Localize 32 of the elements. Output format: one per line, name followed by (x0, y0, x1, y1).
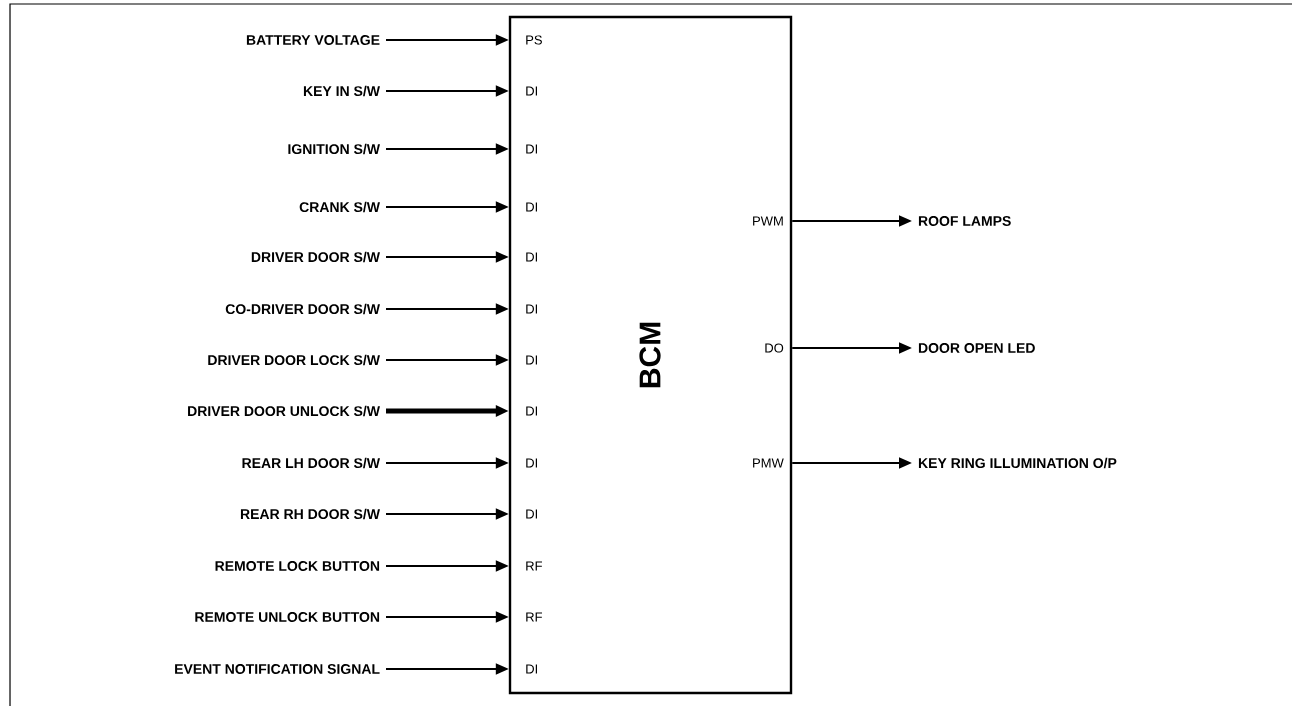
signal-label: REAR RH DOOR S/W (240, 508, 380, 520)
pin-label: DI (526, 355, 537, 365)
signal-label: EVENT NOTIFICATION SIGNAL (175, 664, 380, 674)
signal-label: BATTERY VOLTAGE (246, 35, 380, 45)
pin-label: DI (526, 664, 537, 674)
pin-label: DO (765, 343, 784, 353)
pin-label: RF (526, 612, 542, 622)
signal-label: CO-DRIVER DOOR S/W (225, 303, 380, 315)
signal-label: DOOR OPEN LED (918, 343, 1035, 353)
signal-label: REAR LH DOOR S/W (242, 457, 380, 469)
pin-label: DI (526, 252, 537, 262)
pin-label: DI (526, 509, 537, 519)
pin-label: PMW (753, 458, 784, 468)
pin-label: PS (526, 35, 542, 45)
signal-label: REMOTE LOCK BUTTON (215, 561, 380, 571)
pin-label: DI (526, 202, 537, 212)
signal-label: KEY IN S/W (303, 85, 380, 97)
signal-label: DRIVER DOOR LOCK S/W (208, 354, 380, 366)
pin-label: DI (526, 458, 537, 468)
signal-label: CRANK S/W (299, 201, 380, 213)
signal-label: IGNITION S/W (288, 143, 380, 155)
pin-label: DI (526, 406, 537, 416)
pin-label: DI (526, 304, 537, 314)
signal-label: DRIVER DOOR UNLOCK S/W (188, 405, 380, 417)
signal-label: REMOTE UNLOCK BUTTON (195, 612, 380, 622)
pin-label: PWM (753, 216, 783, 226)
pin-label: DI (526, 86, 537, 96)
signal-label: KEY RING ILLUMINATION O/P (918, 457, 1117, 469)
signal-label: ROOF LAMPS (918, 216, 1011, 226)
pin-label: RF (526, 561, 542, 571)
pin-label: DI (526, 144, 537, 154)
signal-label: DRIVER DOOR S/W (251, 251, 380, 263)
